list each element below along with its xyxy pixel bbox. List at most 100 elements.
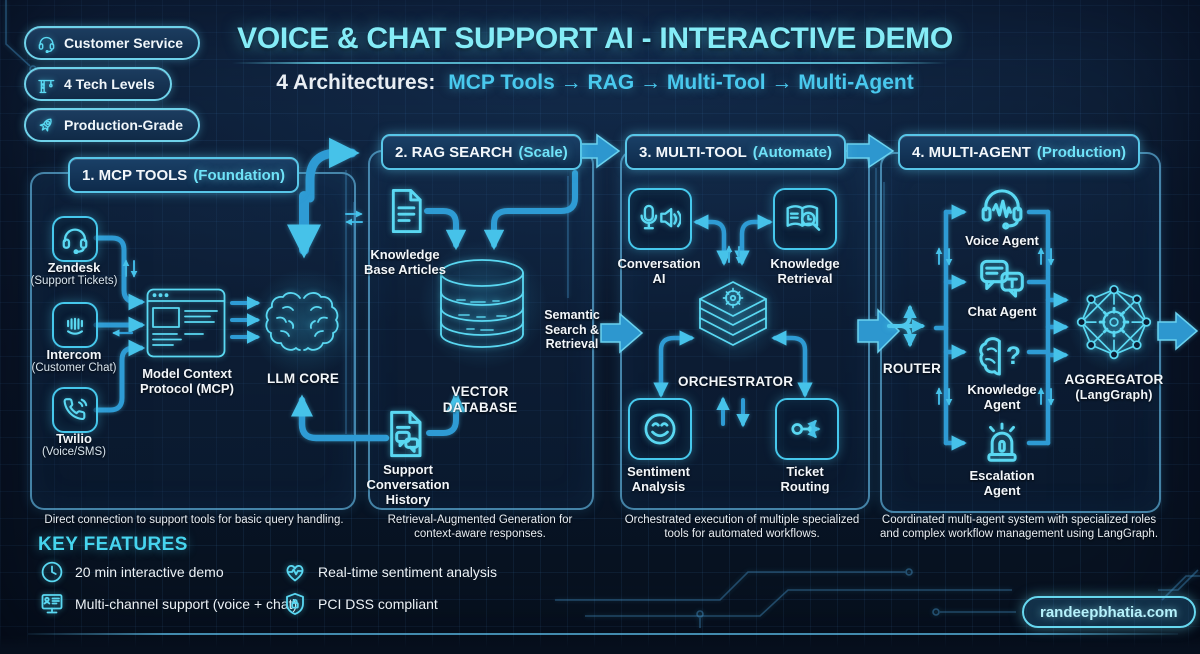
subtitle-flow: MCP Tools → RAG → Multi-Tool → Multi-Age… bbox=[448, 71, 914, 94]
smiley-icon bbox=[644, 413, 676, 445]
panel-number: 1. MCP TOOLS bbox=[82, 166, 188, 184]
panel-header-multi-tool: 3. MULTI-TOOL (Automate) bbox=[625, 134, 846, 170]
node-name: Ticket Routing bbox=[780, 464, 830, 495]
badge-label: 4 Tech Levels bbox=[64, 76, 155, 92]
node-sentiment-analysis bbox=[628, 398, 692, 460]
database-icon bbox=[440, 259, 524, 348]
intercom-icon bbox=[67, 317, 83, 335]
panel-caption-rag: Retrieval-Augmented Generation for conte… bbox=[387, 514, 573, 541]
mic-speaker-icon bbox=[640, 204, 681, 230]
phone-icon bbox=[63, 398, 88, 421]
shield-lock-icon bbox=[286, 592, 304, 615]
feature-label: 20 min interactive demo bbox=[75, 564, 224, 580]
badge-tech-levels: 4 Tech Levels bbox=[24, 67, 172, 101]
bottom-separator bbox=[28, 633, 1178, 635]
node-name: Zendesk bbox=[47, 260, 101, 275]
feature-label: Multi-channel support (voice + chat) bbox=[75, 596, 298, 612]
brain-icon bbox=[265, 292, 339, 351]
node-name: Twilio bbox=[56, 431, 92, 446]
chat-agent-label: Chat Agent bbox=[957, 304, 1047, 319]
headset-icon bbox=[62, 228, 88, 254]
feature-multichannel: Multi-channel support (voice + chat) bbox=[40, 592, 297, 616]
panel-caption-multiagent: Coordinated multi-agent system with spec… bbox=[879, 514, 1159, 541]
node-conversation-ai bbox=[628, 188, 692, 250]
page-title: VOICE & CHAT SUPPORT AI - INTERACTIVE DE… bbox=[237, 22, 953, 55]
key-features-heading: KEY FEATURES bbox=[38, 534, 188, 555]
knowledge-retrieval-label: Knowledge Retrieval bbox=[760, 256, 850, 286]
panel-header-mcp-tools: 1. MCP TOOLS (Foundation) bbox=[68, 157, 299, 193]
node-ticket-routing bbox=[775, 398, 839, 460]
kb-articles-label: Knowledge Base Articles bbox=[355, 247, 455, 277]
node-knowledge-retrieval bbox=[773, 188, 837, 250]
node-name: VECTOR DATABASE bbox=[442, 384, 518, 415]
panel-qualifier: (Scale) bbox=[518, 143, 568, 161]
conversation-ai-label: Conversation AI bbox=[613, 256, 705, 286]
document-icon bbox=[391, 188, 422, 234]
website-link[interactable]: randeepbhatia.com bbox=[1022, 596, 1196, 628]
node-name: Conversation AI bbox=[617, 256, 701, 287]
aggregator-label: AGGREGATOR (LangGraph) bbox=[1058, 372, 1170, 402]
node-twilio bbox=[52, 387, 98, 433]
orchestrator-label: ORCHESTRATOR bbox=[678, 374, 793, 390]
headset-wave-icon bbox=[981, 189, 1023, 230]
node-name: Sentiment Analysis bbox=[627, 464, 690, 495]
node-name: Semantic Search & Retrieval bbox=[544, 308, 600, 351]
feature-demo-time: 20 min interactive demo bbox=[40, 560, 224, 584]
feature-pci: PCI DSS compliant bbox=[283, 592, 438, 616]
node-name: ROUTER bbox=[882, 361, 942, 376]
vector-database-label: VECTOR DATABASE bbox=[425, 384, 535, 415]
panel-number: 3. MULTI-TOOL bbox=[639, 143, 747, 161]
page-subtitle: 4 Architectures: MCP Tools → RAG → Multi… bbox=[205, 71, 985, 95]
node-zendesk bbox=[52, 216, 98, 262]
badge-label: Customer Service bbox=[64, 35, 184, 51]
badge-label: Production-Grade bbox=[64, 117, 184, 133]
document-chat-icon bbox=[390, 410, 422, 458]
mcp-label: Model Context Protocol (MCP) bbox=[124, 366, 250, 396]
semantic-search-label: Semantic Search & Retrieval bbox=[538, 308, 606, 352]
node-intercom bbox=[52, 302, 98, 348]
node-name: Escalation Agent bbox=[969, 468, 1035, 499]
layer-stack-icon bbox=[699, 281, 767, 346]
glow bbox=[250, 268, 360, 378]
feature-sentiment: Real-time sentiment analysis bbox=[283, 560, 497, 584]
node-sub: (LangGraph) bbox=[1075, 387, 1153, 402]
router-branch-icon bbox=[887, 304, 926, 348]
panel-number: 2. RAG SEARCH bbox=[395, 143, 513, 161]
panel-number: 4. MULTI-AGENT bbox=[912, 143, 1031, 161]
branch-routing-icon bbox=[791, 419, 821, 439]
headset-icon bbox=[38, 36, 55, 53]
support-history-label: Support Conversation History bbox=[361, 462, 455, 507]
node-name: Voice Agent bbox=[965, 233, 1039, 248]
voice-agent-label: Voice Agent bbox=[957, 233, 1047, 248]
node-name: Intercom bbox=[46, 347, 102, 362]
node-name: Support Conversation History bbox=[366, 462, 450, 508]
bottom-strip bbox=[0, 636, 1200, 654]
node-name: Chat Agent bbox=[967, 304, 1037, 319]
title-underline bbox=[232, 62, 948, 64]
browser-window-icon bbox=[146, 288, 226, 358]
router-label: ROUTER bbox=[876, 361, 948, 377]
llm-core-label: LLM CORE bbox=[260, 371, 346, 387]
clock-icon bbox=[41, 561, 63, 583]
knowledge-agent-label: Knowledge Agent bbox=[957, 382, 1047, 412]
zendesk-label: Zendesk (Support Tickets) bbox=[10, 260, 138, 288]
panel-qualifier: (Foundation) bbox=[193, 166, 285, 184]
feature-label: Real-time sentiment analysis bbox=[318, 564, 497, 580]
escalation-agent-label: Escalation Agent bbox=[957, 468, 1047, 498]
panel-header-multi-agent: 4. MULTI-AGENT (Production) bbox=[898, 134, 1141, 170]
monitor-icon bbox=[41, 594, 63, 614]
network-gear-icon bbox=[1076, 284, 1152, 360]
twilio-label: Twilio (Voice/SMS) bbox=[10, 431, 138, 459]
node-name: Knowledge Agent bbox=[967, 382, 1037, 413]
chat-bubbles-icon bbox=[980, 259, 1024, 298]
subtitle-prefix: 4 Architectures: bbox=[276, 71, 436, 94]
panel-caption-mcp: Direct connection to support tools for b… bbox=[44, 514, 344, 526]
crane-icon bbox=[38, 79, 55, 93]
sentiment-analysis-label: Sentiment Analysis bbox=[611, 464, 706, 494]
brain-question-icon: ? bbox=[979, 337, 1021, 376]
node-name: Knowledge Base Articles bbox=[364, 247, 446, 278]
node-name: ORCHESTRATOR bbox=[678, 374, 794, 389]
node-name: AGGREGATOR bbox=[1064, 372, 1164, 387]
panel-qualifier: (Automate) bbox=[752, 143, 832, 161]
